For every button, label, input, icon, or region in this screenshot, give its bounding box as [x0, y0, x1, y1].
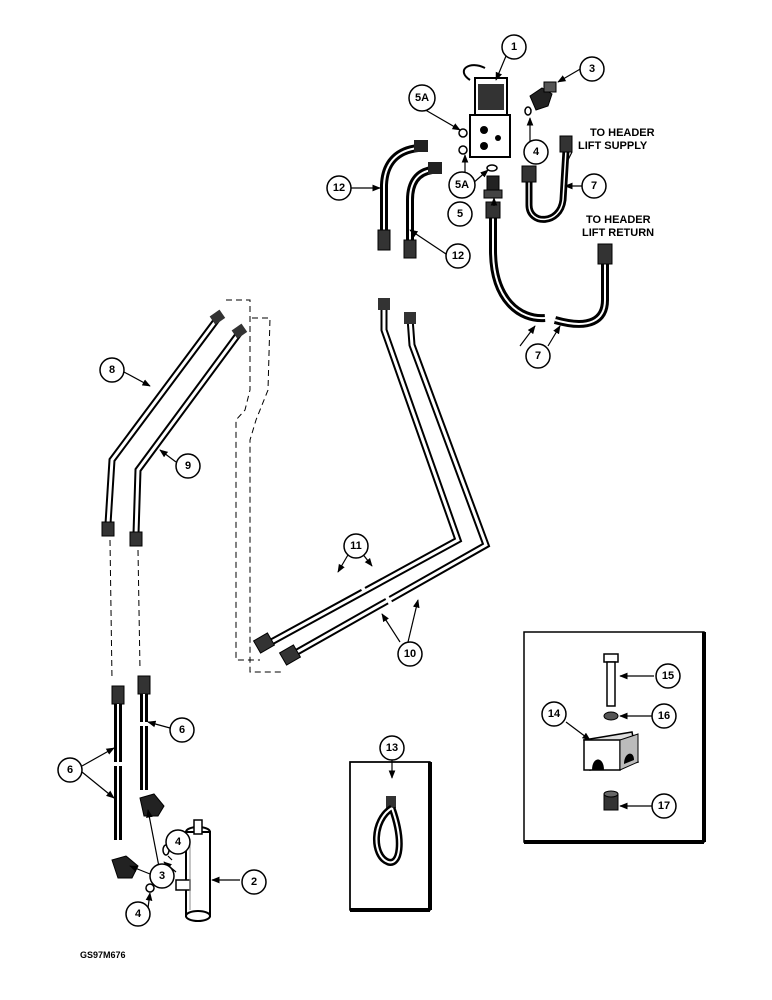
callout-4-mid: 4 — [175, 836, 182, 848]
callout-16: 16 — [658, 710, 670, 722]
hose-6-left — [111, 685, 125, 840]
callout-5: 5 — [457, 208, 463, 220]
tube-10 — [278, 312, 491, 666]
callout-4-low: 4 — [135, 908, 142, 920]
callouts — [57, 34, 681, 927]
clamp-block — [583, 731, 639, 771]
callout-3-top: 3 — [589, 63, 595, 75]
callout-12-left: 12 — [333, 182, 345, 194]
tube-11 — [252, 298, 463, 654]
supply-label-line1: TO HEADER — [590, 127, 655, 139]
callout-7-bottom: 7 — [535, 350, 541, 362]
callout-14: 14 — [548, 708, 561, 720]
lift-cylinder — [175, 819, 211, 922]
bolt — [603, 653, 619, 707]
callout-5a-top: 5A — [415, 92, 429, 104]
clamp-inset-frame — [349, 761, 432, 912]
callout-6-left: 6 — [67, 764, 73, 776]
callout-10: 10 — [404, 648, 416, 660]
hose-6-right — [137, 675, 151, 790]
callout-4-top: 4 — [533, 146, 540, 158]
hose-12-right — [403, 162, 442, 259]
routing-outline — [109, 299, 284, 681]
hose-clamp — [373, 796, 403, 866]
callout-17: 17 — [658, 800, 670, 812]
hose-7-supply — [521, 135, 573, 223]
adapter-5 — [483, 175, 503, 199]
callout-5a-bottom: 5A — [455, 179, 469, 191]
solenoid-valve — [462, 64, 511, 158]
o-ring-4-low — [145, 883, 155, 893]
o-ring-4-top — [524, 106, 532, 116]
callout-2: 2 — [251, 876, 257, 888]
callout-9: 9 — [185, 460, 191, 472]
callout-11: 11 — [350, 540, 362, 552]
elbow-fitting-3-top — [529, 81, 557, 111]
tube-9 — [129, 323, 248, 547]
hose-12-left — [377, 140, 428, 251]
nut — [603, 790, 619, 811]
callout-13: 13 — [386, 742, 398, 754]
callout-8: 8 — [109, 364, 115, 376]
figure-code: GS97M676 — [80, 950, 126, 960]
elbow-fitting-3-lower — [111, 793, 165, 879]
callout-6-right: 6 — [179, 724, 185, 736]
callout-1: 1 — [511, 41, 517, 53]
tube-8 — [101, 309, 226, 537]
callout-numbers: 1 3 5A 4 5A 5 7 12 12 7 8 9 11 10 6 6 4 … — [67, 41, 674, 920]
callout-15: 15 — [662, 670, 674, 682]
return-label-line2: LIFT RETURN — [582, 227, 654, 239]
callout-12-right: 12 — [452, 250, 464, 262]
callout-3-lower: 3 — [159, 870, 165, 882]
return-label-line1: TO HEADER — [586, 214, 651, 226]
washer — [603, 711, 619, 721]
supply-label-line2: LIFT SUPPLY — [578, 140, 648, 152]
o-rings-5a — [458, 128, 498, 172]
callout-7-top: 7 — [591, 180, 597, 192]
